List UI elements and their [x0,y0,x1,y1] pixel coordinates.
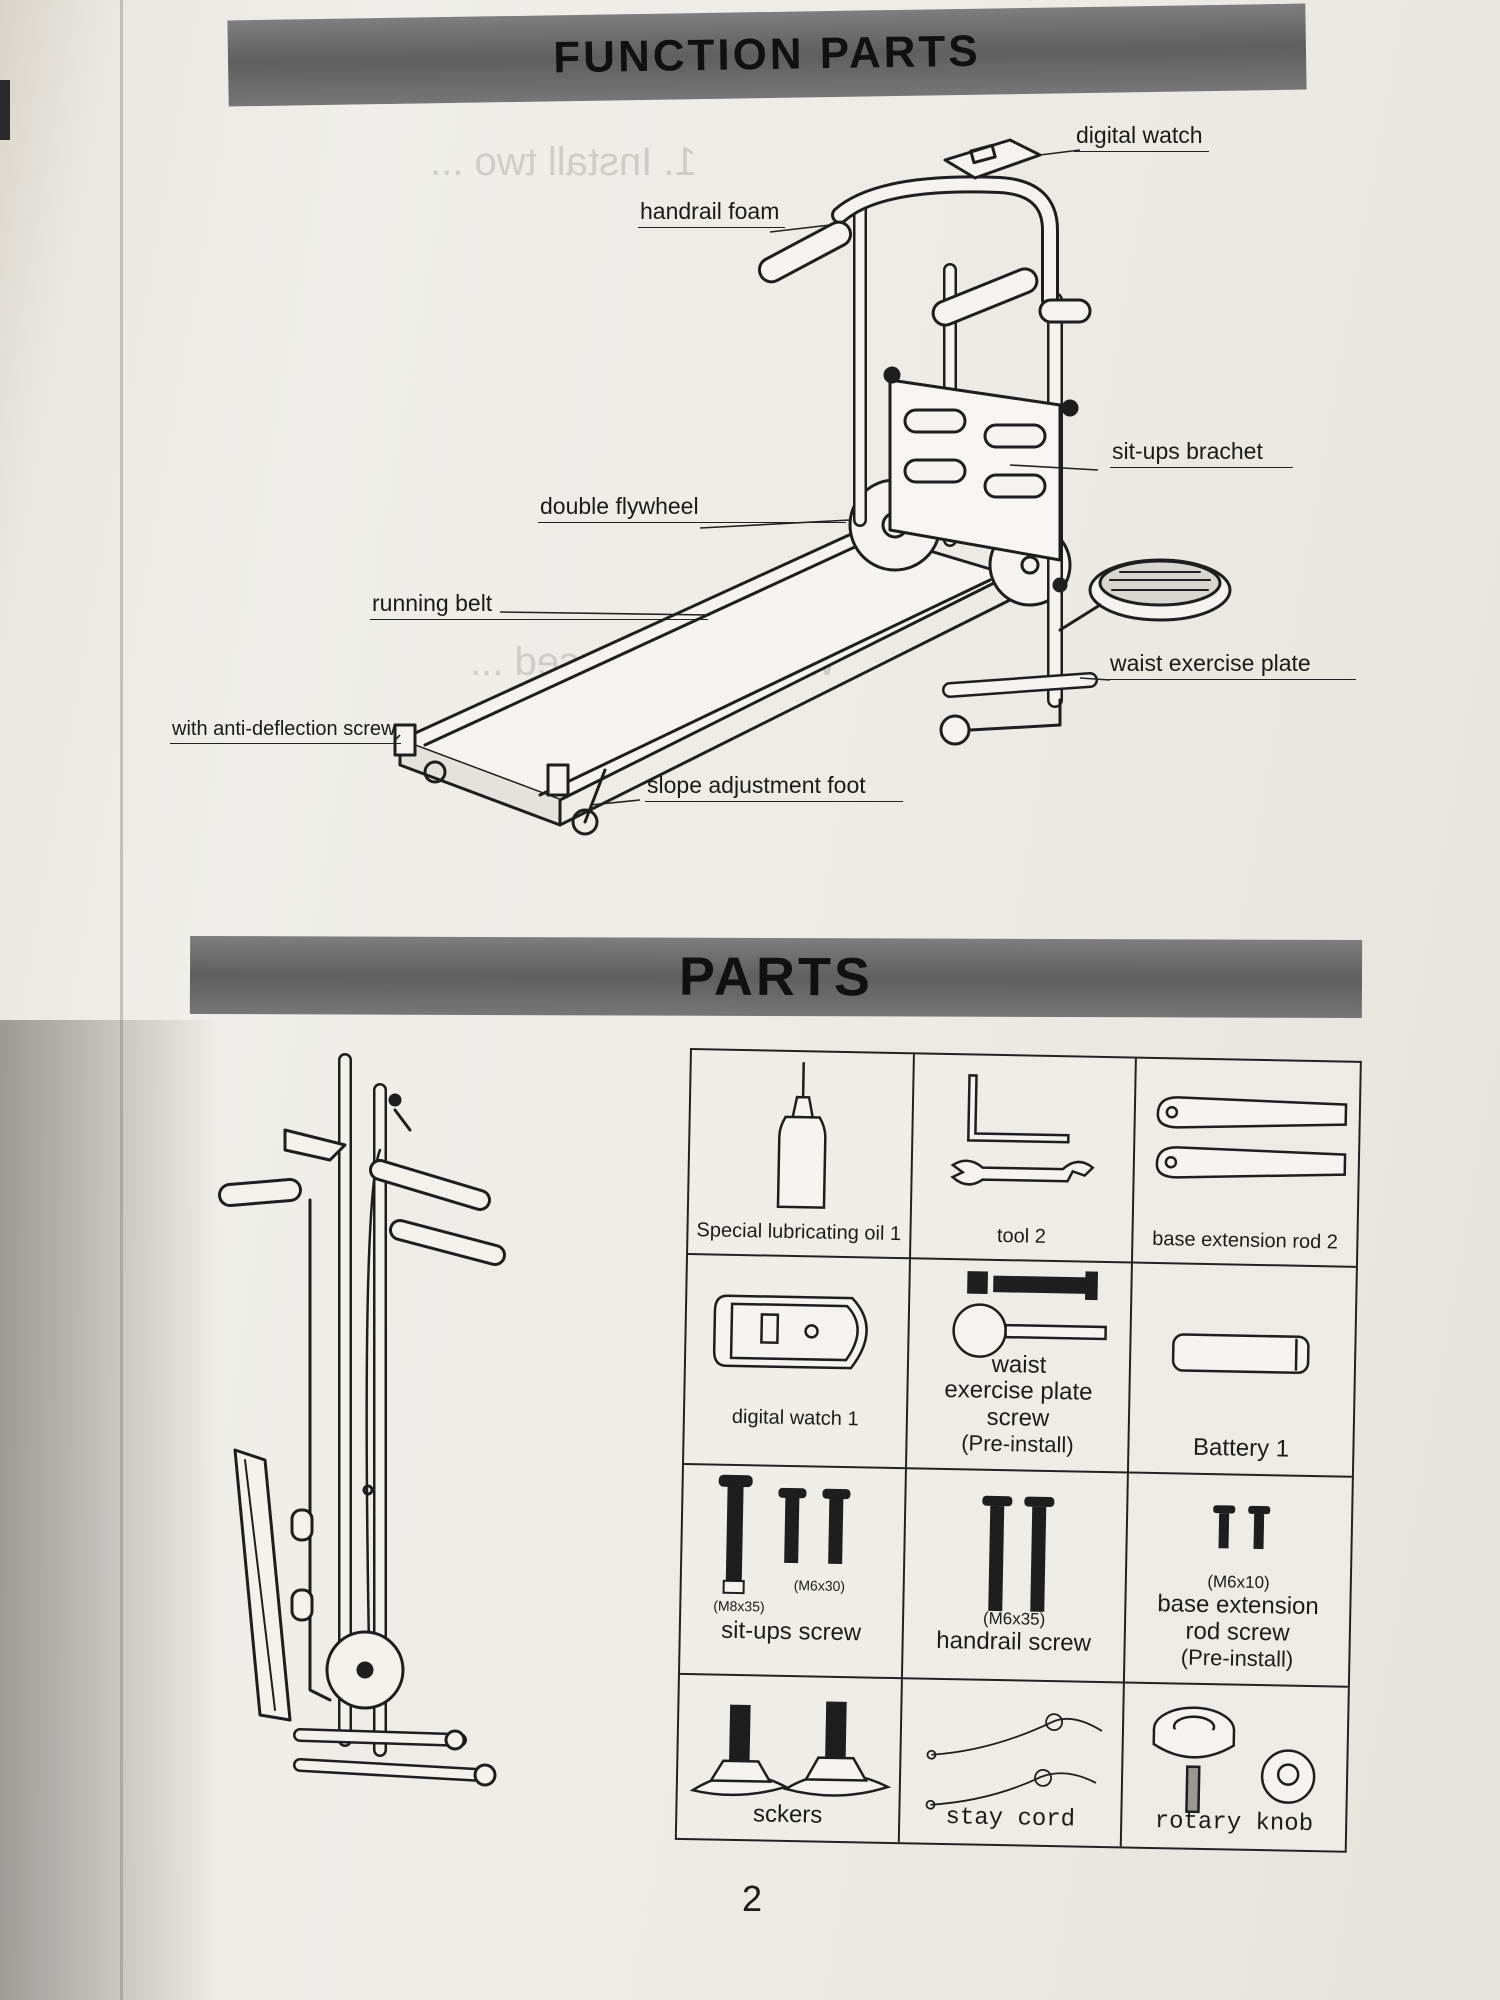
label-digital-watch: digital watch [1074,122,1209,152]
page-edge-tab [0,80,10,140]
part-cell-rotary-knob: rotary knob [1122,1683,1348,1850]
part-label: base extension rod 2 [1152,1227,1339,1254]
page-number: 2 [742,1878,763,1919]
knob-icon [1152,1706,1316,1814]
page-fold [120,0,123,2000]
part-label: tool 2 [996,1224,1047,1248]
part-cell-base-extension-rod: base extension rod 2 [1133,1058,1360,1268]
size-tag-m6x30: (M6x30) [793,1577,846,1595]
part-label: Special lubricating oil 1 [696,1219,902,1246]
bolt-icon [952,1271,1107,1358]
hand-shadow [0,1020,220,2000]
part-cell-stay-cord: stay cord [899,1679,1126,1847]
part-cell-lubricating-oil: Special lubricating oil 1 [688,1050,915,1260]
part-label: digital watch 1 [731,1405,859,1431]
part-label: rotary knob [1154,1807,1314,1838]
label-anti-deflection-screw: with anti-deflection screw [170,718,402,744]
screws-icon [1213,1505,1271,1550]
digital-watch-icon [712,1294,868,1370]
screws-icon [718,1474,851,1595]
part-cell-handrail-screw: (M6x35) handrail screw [902,1469,1130,1684]
label-waist-exercise-plate: waist exercise plate [1108,650,1356,680]
label-running-belt: running belt [370,590,708,620]
part-label: sit-ups screw [720,1616,862,1647]
wrench-icon [949,1074,1095,1186]
extension-rod-icon [1155,1096,1348,1179]
label-double-flywheel: double flywheel [538,493,846,523]
cord-icon [925,1713,1103,1810]
pre-install-note: (Pre-install) [960,1430,1074,1458]
label-handrail-foam: handrail foam [638,198,786,228]
part-label: base extension rod screw [1157,1590,1320,1647]
part-cell-battery: Battery 1 [1129,1263,1356,1478]
part-label: Battery 1 [1192,1433,1290,1463]
part-cell-suckers: sckers [676,1674,903,1843]
part-label: waist exercise plate screw [944,1350,1093,1432]
part-cell-base-extension-rod-screw: (M6x10) base extension rod screw (Pre-in… [1125,1473,1352,1688]
sucker-icon [689,1701,892,1797]
parts-grid: Special lubricating oil 1 tool 2 base ex… [674,1048,1362,1853]
part-label: handrail screw [936,1626,1092,1657]
part-cell-waist-plate-screw: waist exercise plate screw (Pre-install) [906,1259,1134,1474]
size-tag-m8x35: (M8x35) [713,1597,765,1615]
label-slope-adjustment-foot: slope adjustment foot [645,772,903,802]
part-cell-digital-watch: digital watch 1 [683,1255,911,1470]
part-label: stay cord [945,1803,1076,1834]
part-cell-situps-screw: (M8x35) (M6x30) sit-ups screw [679,1464,907,1680]
parts-title: PARTS [189,935,1363,1019]
part-cell-tool: tool 2 [910,1054,1138,1264]
screws-icon [981,1495,1055,1612]
battery-icon [1172,1333,1310,1374]
size-tag-m6x35: (M6x35) [982,1608,1046,1629]
treadmill-illustration [393,138,1232,836]
part-label: sckers [752,1799,823,1829]
pre-install-note: (Pre-install) [1180,1644,1294,1672]
oil-bottle-icon [776,1062,827,1209]
size-tag-m6x10: (M6x10) [1207,1572,1270,1593]
label-situps-bracket: sit-ups brachet [1110,438,1293,468]
